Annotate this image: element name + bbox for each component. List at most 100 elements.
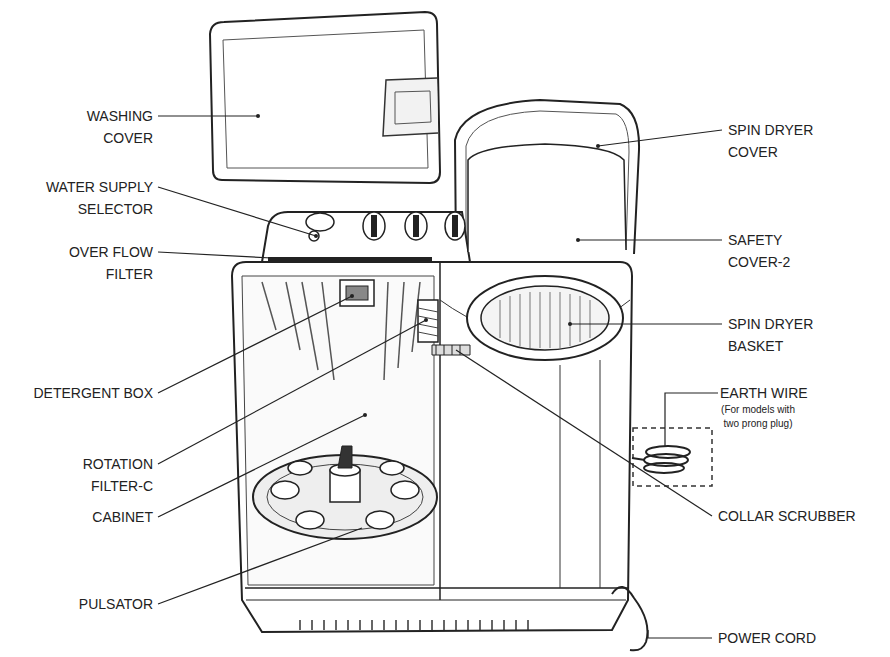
tub-ribs xyxy=(398,282,404,368)
spin-basket-drawing xyxy=(510,296,511,342)
part-label: DETERGENT BOX xyxy=(3,382,153,404)
pulsator-drawing xyxy=(271,461,419,529)
tub-ribs xyxy=(302,282,318,370)
leader-line xyxy=(456,350,712,516)
rotation-filter-drawing xyxy=(418,300,438,342)
machine-body xyxy=(232,262,632,632)
leader-line xyxy=(158,187,316,236)
leader-line xyxy=(158,296,352,393)
collar-scrubber-drawing xyxy=(432,345,470,355)
detergent-box-drawing xyxy=(340,280,374,306)
earth-wire-drawing xyxy=(632,458,645,460)
control-panel xyxy=(371,215,377,237)
leader-line xyxy=(578,239,722,240)
part-label: COLLAR SCRUBBER xyxy=(718,505,888,527)
leader-dot xyxy=(350,294,354,298)
part-label: OVER FLOW FILTER xyxy=(53,241,153,285)
leader-dot xyxy=(596,144,600,148)
leader-line xyxy=(158,116,722,638)
part-label: CABINET xyxy=(3,506,153,528)
part-label: PULSATOR xyxy=(3,593,153,615)
leader-line xyxy=(158,528,362,604)
control-panel xyxy=(309,231,319,241)
leader-dot xyxy=(568,322,572,326)
machine-body xyxy=(439,262,441,600)
machine-body xyxy=(232,262,632,632)
base-vents xyxy=(443,620,445,630)
spin-basket-drawing xyxy=(560,292,561,348)
safety-cover-drawing xyxy=(468,144,626,252)
spin-basket-drawing xyxy=(530,292,531,348)
leader-dot xyxy=(256,114,600,417)
pulsator-drawing xyxy=(366,511,394,529)
pulsator-drawing xyxy=(271,481,299,499)
rotation-filter-drawing xyxy=(418,300,438,342)
spin-basket-drawing xyxy=(520,294,521,346)
washing-cover-drawing xyxy=(383,78,438,136)
control-panel xyxy=(452,215,458,237)
pulsator-drawing xyxy=(391,481,419,499)
leader-line xyxy=(158,115,258,116)
base-vents xyxy=(311,620,313,630)
spin-basket-drawing xyxy=(580,296,581,342)
part-label: SPIN DRYER BASKET xyxy=(728,313,838,357)
machine-body xyxy=(600,360,601,588)
machine-body xyxy=(245,587,628,589)
washing-cover-drawing xyxy=(210,12,440,183)
rotation-filter-drawing xyxy=(418,308,438,336)
part-label: WASHING COVER xyxy=(53,105,153,149)
leader-line xyxy=(158,252,272,258)
leader-dot xyxy=(424,318,428,322)
control-panel xyxy=(363,212,385,240)
base-vents xyxy=(335,620,337,630)
base-vents xyxy=(527,620,529,630)
leader-line xyxy=(598,130,722,146)
base-vents xyxy=(419,620,421,630)
power-cord-drawing xyxy=(612,587,648,650)
spin-basket-drawing xyxy=(540,292,541,348)
part-note: (For models with two prong plug) xyxy=(712,403,804,431)
spin-basket-drawing xyxy=(481,286,609,350)
washing-cover-drawing xyxy=(210,12,440,183)
tub-ribs xyxy=(262,282,276,330)
leader-line xyxy=(665,393,718,446)
leader-dot xyxy=(314,234,318,238)
detergent-box-drawing xyxy=(340,280,374,306)
base-vents xyxy=(383,620,385,630)
base-vents xyxy=(467,620,469,630)
leader-line xyxy=(570,323,722,324)
control-panel xyxy=(262,212,470,262)
base-vents xyxy=(300,620,528,630)
base-vents xyxy=(479,620,481,630)
control-panel xyxy=(405,212,427,240)
tub-ribs xyxy=(384,282,388,380)
spin-basket-drawing xyxy=(500,292,590,348)
base-vents xyxy=(455,620,457,630)
spin-dryer-cover-drawing xyxy=(455,100,639,256)
pulsator-drawing xyxy=(380,461,404,475)
earth-wire-drawing xyxy=(632,428,712,486)
spin-basket-drawing xyxy=(550,292,551,348)
part-label: POWER CORD xyxy=(718,627,888,649)
base-vents xyxy=(491,620,493,630)
pulsator-drawing xyxy=(253,446,437,539)
part-label: SAFETY COVER-2 xyxy=(728,229,818,273)
control-panel xyxy=(306,213,334,231)
leader-dot xyxy=(363,413,367,417)
leader-dot xyxy=(576,238,580,242)
earth-wire-drawing xyxy=(633,428,712,486)
base-vents xyxy=(503,620,505,630)
base-vents xyxy=(431,620,433,630)
leader-line xyxy=(158,320,426,464)
part-label: WATER SUPPLY SELECTOR xyxy=(33,176,153,220)
pulsator-drawing xyxy=(288,461,312,475)
part-label: SPIN DRYER COVER xyxy=(728,119,838,163)
base-vents xyxy=(299,620,301,630)
leader-line xyxy=(648,630,712,638)
safety-cover-drawing xyxy=(468,144,626,252)
control-panel xyxy=(262,212,470,262)
machine-body xyxy=(246,600,626,601)
spin-basket-drawing xyxy=(590,300,591,338)
base-vents xyxy=(347,620,349,630)
